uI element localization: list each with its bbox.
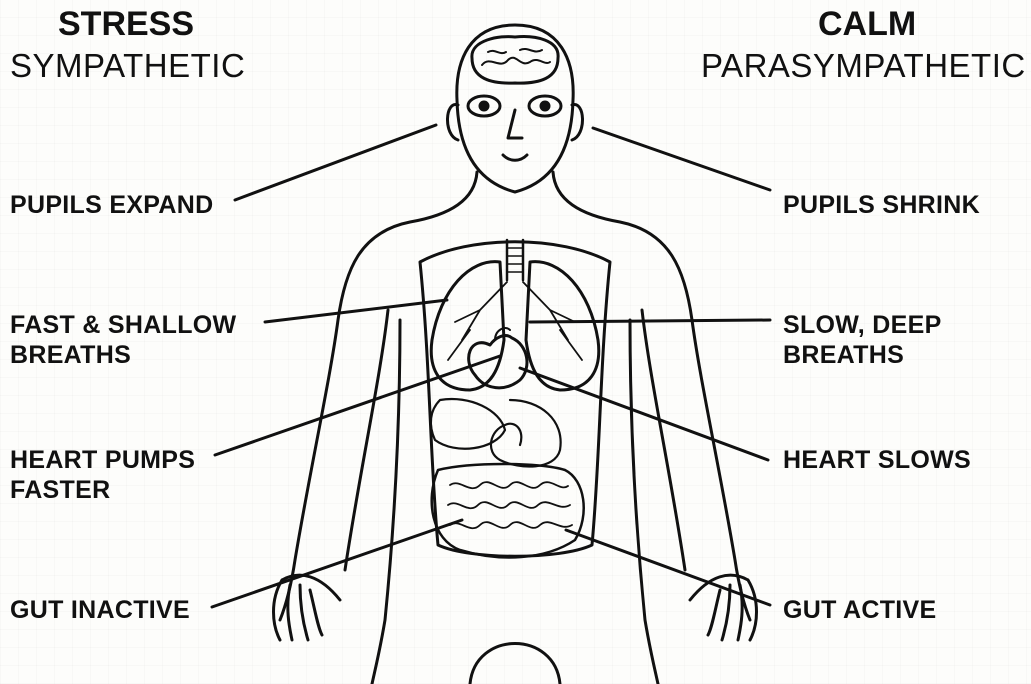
crotch: [470, 644, 560, 684]
leader-fast-breaths: [265, 300, 447, 322]
brain-icon: [472, 37, 558, 84]
leader-pupils-expand: [235, 125, 436, 200]
right-lung: [526, 262, 599, 390]
left-hip: [372, 320, 400, 684]
stomach: [491, 400, 561, 467]
intestines: [432, 464, 584, 557]
leader-heart-slows: [520, 368, 768, 460]
right-inner-arm: [642, 310, 685, 570]
right-hip: [630, 320, 658, 684]
left-inner-arm: [345, 310, 388, 570]
leader-gut-active: [566, 530, 770, 605]
body-right-outline: [553, 172, 750, 620]
body-left-outline: [280, 172, 477, 620]
left-lung: [431, 262, 504, 390]
leader-pupils-shrink: [593, 128, 770, 190]
mouth: [503, 155, 527, 160]
leader-heart-pumps: [215, 356, 500, 455]
leader-gut-inactive: [212, 520, 462, 607]
liver: [431, 399, 505, 449]
trachea: [507, 240, 523, 280]
nose: [508, 110, 522, 138]
leader-slow-breaths: [530, 320, 770, 322]
